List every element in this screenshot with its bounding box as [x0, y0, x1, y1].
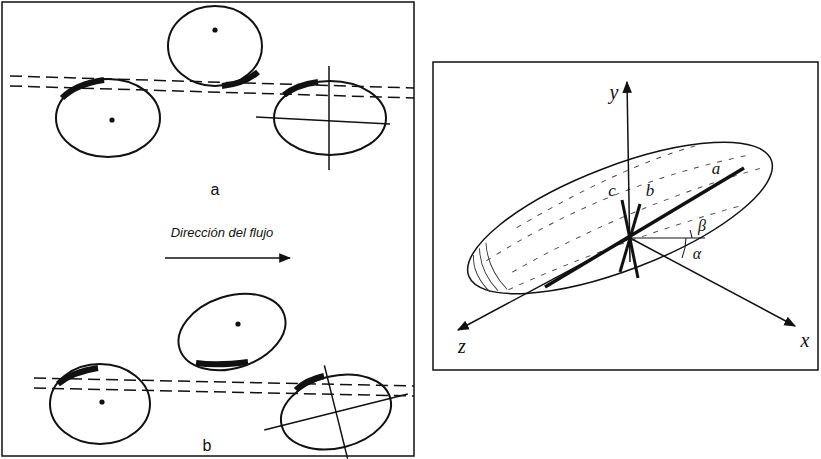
axes — [458, 82, 795, 330]
panel-letter: b — [203, 438, 212, 454]
pebbles-b — [34, 281, 419, 459]
axis-label: y — [610, 82, 619, 102]
angle-label: α — [693, 246, 701, 262]
angle-label: β — [698, 218, 706, 234]
axis-label: c — [608, 182, 616, 199]
ellipsoid — [450, 111, 790, 324]
panel-frame — [2, 2, 414, 456]
flow-label: Dirección del flujo — [171, 226, 274, 239]
pebbles-a — [10, 6, 414, 170]
axis-label: x — [801, 330, 810, 350]
axis-label: b — [646, 182, 655, 199]
axis-label: z — [458, 336, 466, 356]
panel-letter: a — [211, 182, 220, 198]
panel-frame — [433, 62, 818, 370]
axis-label: a — [712, 160, 721, 177]
flow-arrow — [165, 257, 290, 259]
